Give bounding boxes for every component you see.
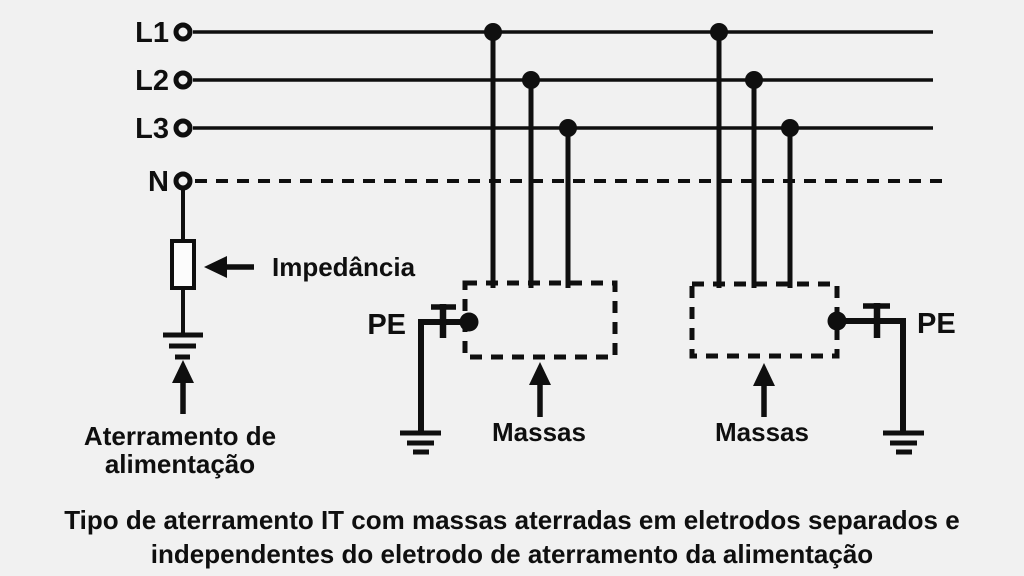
ground-symbol-right [883, 430, 924, 455]
impedance-resistor [170, 239, 196, 290]
tap-group-2 [710, 23, 799, 288]
up-arrow-icon [753, 363, 775, 386]
figure-caption: Tipo de aterramento IT com massas aterra… [0, 503, 1024, 571]
pe-link-symbol-left [431, 304, 456, 338]
conductor-label-l2: L2 [135, 65, 169, 97]
conductor-label-l1: L1 [135, 17, 169, 49]
source-earth-label-line1: Aterramento de [84, 421, 276, 451]
left-arrow-icon [204, 256, 227, 278]
conductor-l1: L1 [135, 17, 933, 49]
terminal-circle-l2 [173, 70, 193, 90]
masses-group-2: Massas [689, 281, 840, 447]
conductor-label-l3: L3 [135, 113, 169, 145]
pe-wire-right [837, 318, 906, 431]
pe-junction-dot-left [459, 312, 479, 332]
conductor-label-n: N [148, 166, 169, 198]
masses-group-1: Massas [462, 280, 618, 447]
up-arrow-icon [172, 360, 194, 383]
impedance-branch: Impedância Aterramento de alimentação [84, 188, 416, 479]
masses-label-1: Massas [492, 417, 586, 447]
pe-branch-left: PE [367, 304, 479, 455]
impedance-label: Impedância [272, 252, 416, 282]
masses-pointer-2 [753, 363, 775, 417]
pe-wire-left [418, 319, 462, 431]
masses-box-1 [462, 280, 618, 360]
junction-dot [522, 71, 540, 89]
masses-box-2 [689, 281, 840, 359]
pe-link-symbol-right [863, 303, 890, 338]
ground-symbol-source [163, 332, 203, 360]
source-earth-pointer [172, 360, 194, 414]
terminal-circle-n [173, 171, 193, 191]
conductor-l3: L3 [135, 113, 933, 145]
ground-symbol-left [400, 430, 441, 455]
junction-dot [745, 71, 763, 89]
terminal-circle-l3 [173, 118, 193, 138]
pe-branch-right: PE [827, 303, 956, 455]
caption-line-2: independentes do eletrodo de aterramento… [150, 539, 874, 569]
masses-pointer-1 [529, 362, 551, 417]
masses-label-2: Massas [715, 417, 809, 447]
source-earth-label-line2: alimentação [105, 449, 255, 479]
diagram-canvas: L1 L2 L3 N [84, 17, 956, 479]
pe-label-right: PE [917, 308, 956, 340]
conductor-n: N [148, 166, 943, 198]
pe-label-left: PE [367, 309, 406, 341]
terminal-circle-l1 [173, 22, 193, 42]
up-arrow-icon [529, 362, 551, 385]
conductor-l2: L2 [135, 65, 933, 97]
junction-dot [710, 23, 728, 41]
junction-dot [781, 119, 799, 137]
junction-dot [559, 119, 577, 137]
impedance-pointer [204, 256, 254, 278]
tap-group-1 [484, 23, 577, 288]
caption-line-1: Tipo de aterramento IT com massas aterra… [64, 505, 960, 535]
junction-dot [484, 23, 502, 41]
